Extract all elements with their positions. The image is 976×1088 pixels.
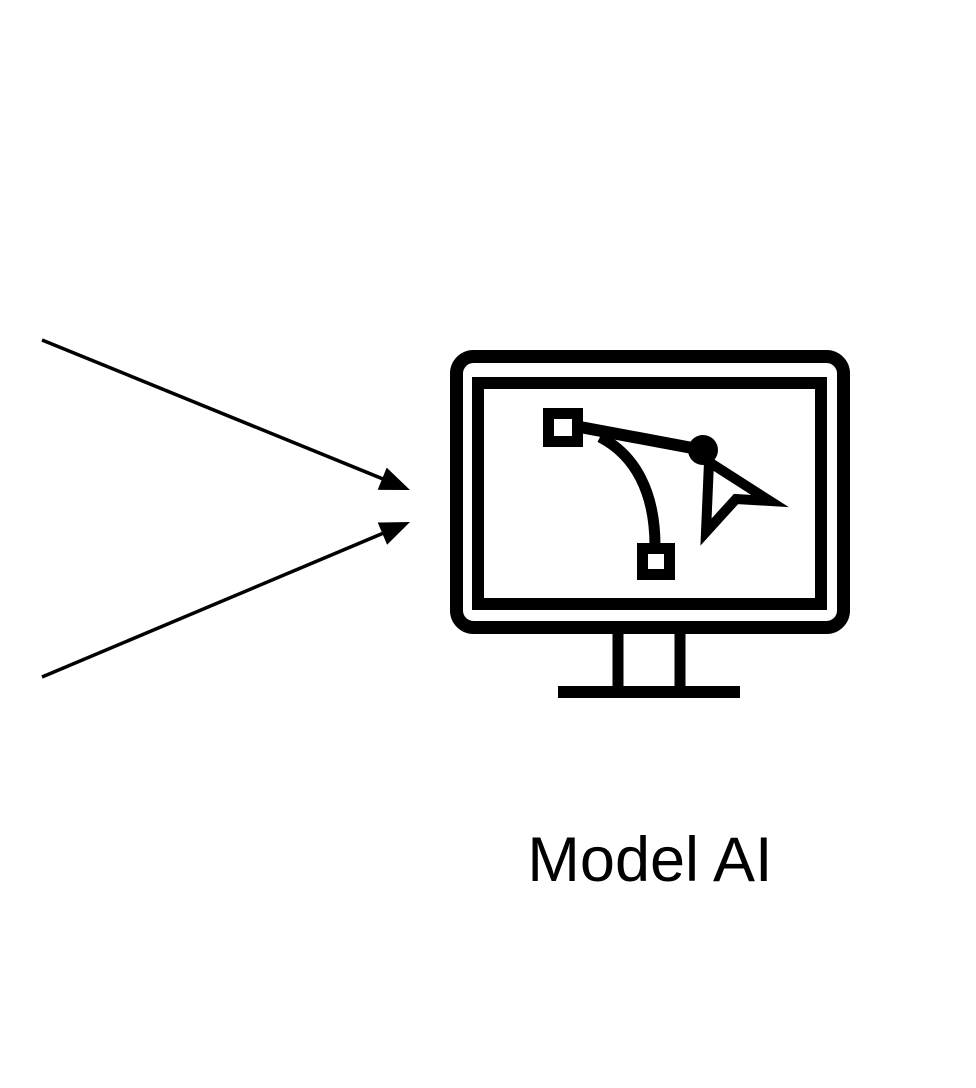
lower-arrow-head — [377, 522, 410, 545]
anchor-square-bottom — [637, 543, 675, 580]
lower-input-arrow-icon — [41, 522, 410, 679]
anchor-square-top — [543, 408, 583, 447]
upper-arrow-shaft — [41, 338, 389, 483]
bezier-curve — [597, 432, 661, 547]
monitor-bezier-pen-cursor-icon — [450, 350, 850, 698]
node-label: Model AI — [527, 825, 773, 895]
lower-arrow-shaft — [41, 530, 387, 679]
cursor-arrow-icon — [700, 453, 789, 546]
upper-input-arrow-icon — [41, 338, 410, 490]
monitor-frame — [450, 350, 850, 634]
upper-arrow-head — [377, 467, 410, 490]
monitor-screen — [472, 377, 827, 610]
pen-handle-line — [578, 421, 705, 456]
